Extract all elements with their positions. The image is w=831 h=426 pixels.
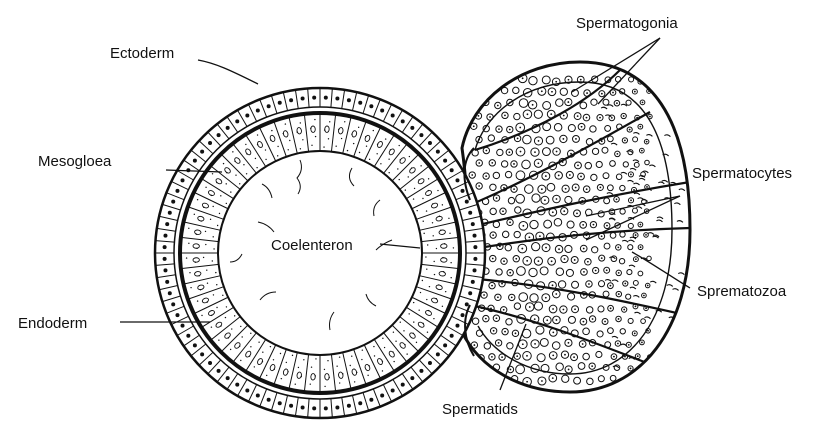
spermatocytes-label: Spermatocytes [692,165,792,182]
endoderm-label: Endoderm [18,315,87,332]
coelenteron-label: Coelenteron [271,237,353,254]
ectoderm-label: Ectoderm [110,45,174,62]
testis-lobe [462,62,690,392]
testis-outline [462,62,690,392]
mesogloea-label: Mesogloea [38,153,112,170]
ectoderm-leader [198,60,258,84]
spermatogonia-label: Spermatogonia [576,15,678,32]
spermatozoa-label: Sprematozoa [697,283,787,300]
spermatids-label: Spermatids [442,401,518,418]
